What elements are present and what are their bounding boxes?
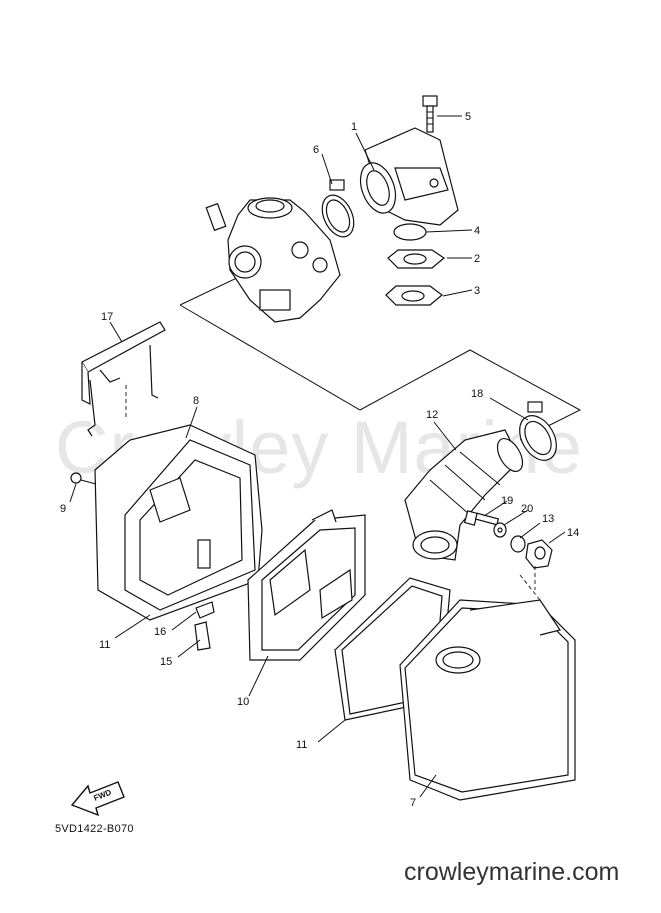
callout-11-left: 11 xyxy=(99,639,110,651)
washer-part-20 xyxy=(493,522,507,538)
callout-13: 13 xyxy=(542,513,554,525)
callout-8: 8 xyxy=(193,395,199,407)
callout-17: 17 xyxy=(101,311,113,323)
callout-14: 14 xyxy=(567,527,579,539)
clamp-part-6 xyxy=(321,179,355,238)
clip-part-16 xyxy=(195,601,215,619)
callout-11-right: 11 xyxy=(296,739,307,751)
bolt-part-19 xyxy=(463,510,500,526)
drain-part-15 xyxy=(194,621,211,651)
callout-19: 19 xyxy=(501,495,513,507)
callout-12: 12 xyxy=(426,409,438,421)
alignment-lines xyxy=(519,566,541,601)
callout-15: 15 xyxy=(160,656,172,668)
callout-16: 16 xyxy=(154,626,166,638)
intake-joint-part-1 xyxy=(359,127,459,226)
callout-5: 5 xyxy=(465,111,471,123)
carburetor xyxy=(205,197,341,323)
bolt-part-5 xyxy=(422,95,438,133)
callout-1: 1 xyxy=(351,121,357,133)
leader-lines xyxy=(69,115,566,798)
gasket-part-3 xyxy=(385,285,443,306)
collar-part-13 xyxy=(510,535,526,553)
o-ring-part-4 xyxy=(393,223,427,241)
callout-2: 2 xyxy=(474,253,480,265)
callout-4: 4 xyxy=(474,225,480,237)
element-part-10 xyxy=(247,509,366,661)
callout-6: 6 xyxy=(313,144,319,156)
callout-18: 18 xyxy=(471,388,483,400)
callout-10: 10 xyxy=(237,696,249,708)
callout-20: 20 xyxy=(521,503,533,515)
grommet-part-14 xyxy=(525,539,553,569)
bracket-part-17 xyxy=(81,321,166,437)
callout-3: 3 xyxy=(474,285,480,297)
air-cleaner-cap-part-7 xyxy=(399,599,576,801)
footer-url[interactable]: crowleymarine.com xyxy=(404,858,620,886)
callout-labels: 1 2 3 4 5 6 7 8 9 10 11 11 12 13 14 15 1… xyxy=(60,111,579,809)
gasket-part-2 xyxy=(387,249,446,269)
clamp-part-18 xyxy=(519,401,557,461)
fwd-arrow-icon: FWD xyxy=(70,781,125,817)
screw-part-9 xyxy=(70,472,97,485)
intake-hose-part-12 xyxy=(404,429,524,561)
diagram-code: 5VD1422-B070 xyxy=(55,823,134,835)
callout-7: 7 xyxy=(410,797,416,809)
air-cleaner-case-part-8 xyxy=(94,424,263,621)
callout-9: 9 xyxy=(60,503,66,515)
